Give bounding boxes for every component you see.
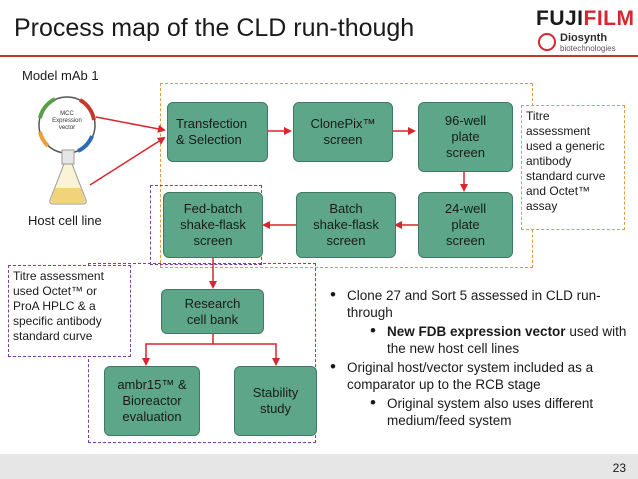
bullet-bold-text: New FDB expression vector <box>387 324 566 339</box>
sub-bullet-item: Original system also uses different medi… <box>370 395 630 429</box>
page-number: 23 <box>612 461 626 475</box>
sub-bullet-item: New FDB expression vector used with the … <box>370 323 630 357</box>
research-cell-bank-box: Research cell bank <box>161 289 264 334</box>
titre-assessment-note-right: Titre assessment used a generic antibody… <box>521 105 625 230</box>
bullet-text: used with the new host cell lines <box>387 324 627 356</box>
flask-icon <box>49 149 87 205</box>
diosynth-logo-text: Diosynth <box>560 32 608 44</box>
batch-shake-flask-box: Batch shake-flask screen <box>296 192 396 258</box>
diosynth-logo-subtext: biotechnologies <box>560 44 616 53</box>
diosynth-logo-icon <box>538 33 556 51</box>
titre-assessment-note-left: Titre assessment used Octet™ or ProA HPL… <box>8 265 131 357</box>
ambr15-bioreactor-box: ambr15™ & Bioreactor evaluation <box>104 366 200 436</box>
bullet-item: Original host/vector system included as … <box>330 359 630 393</box>
footer-bar <box>0 454 638 479</box>
fed-batch-shake-flask-box: Fed-batch shake-flask screen <box>163 192 263 258</box>
96-well-plate-box: 96-well plate screen <box>418 102 513 172</box>
fujifilm-logo: FUJIFILM <box>536 7 635 30</box>
clonepix-screen-box: ClonePix™ screen <box>293 102 393 162</box>
stability-study-box: Stability study <box>234 366 317 436</box>
host-cell-line-label: Host cell line <box>28 213 102 228</box>
transfection-selection-box: Transfection & Selection <box>167 102 268 162</box>
bullet-item: Clone 27 and Sort 5 assessed in CLD run-… <box>330 287 630 321</box>
vector-label: MCC Expression vector <box>52 111 82 131</box>
bullet-list: Clone 27 and Sort 5 assessed in CLD run-… <box>330 287 630 432</box>
title-divider <box>0 55 638 57</box>
model-mab-label: Model mAb 1 <box>22 68 99 83</box>
page-title: Process map of the CLD run-though <box>14 14 415 42</box>
24-well-plate-box: 24-well plate screen <box>418 192 513 258</box>
